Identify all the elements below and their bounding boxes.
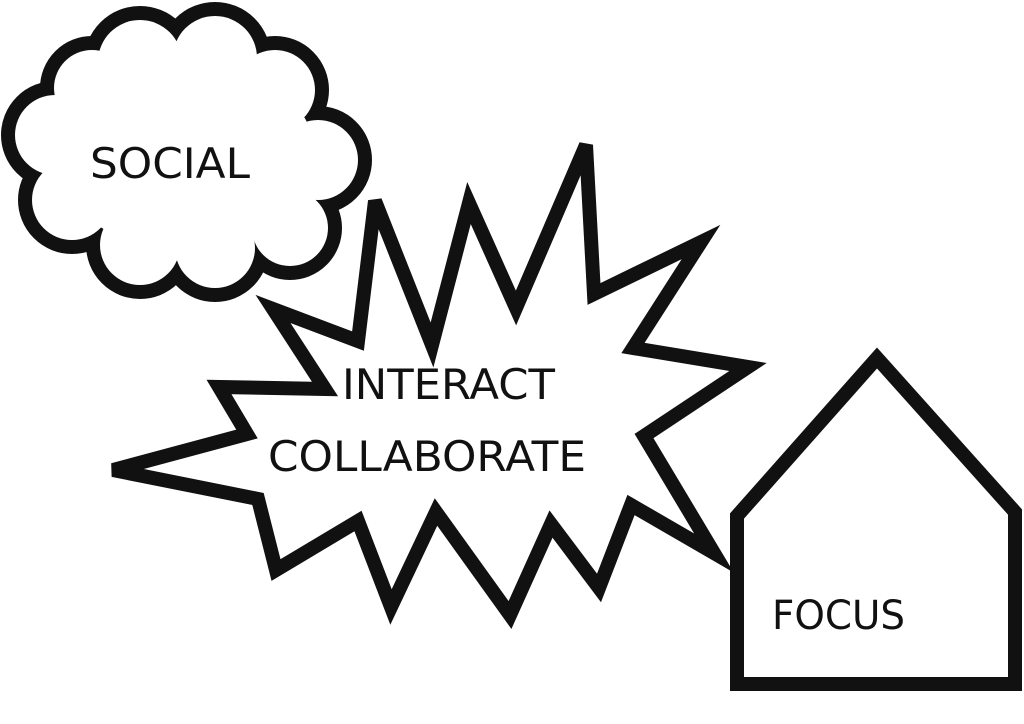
starburst-shape <box>111 142 767 629</box>
label-collaborate: COLLABORATE <box>268 432 586 481</box>
label-interact: INTERACT <box>342 360 555 409</box>
label-focus: FOCUS <box>772 593 905 639</box>
label-social: SOCIAL <box>90 139 251 188</box>
house-shape <box>730 347 1022 691</box>
cloud-shape <box>1 2 372 302</box>
